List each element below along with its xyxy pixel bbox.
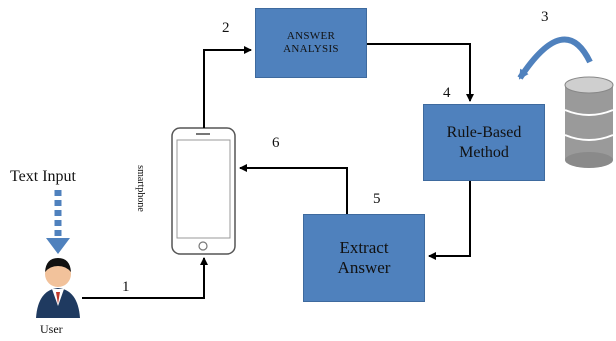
extract-answer-box: Extract Answer: [303, 214, 425, 302]
user-label: User: [40, 322, 63, 336]
step-4-label: 4: [443, 85, 451, 101]
connector-5-rule-to-extract: [428, 181, 471, 260]
rule-based-method-box: Rule-Based Method: [423, 104, 545, 181]
smartphone-icon: [171, 127, 236, 255]
step-3-label: 3: [541, 9, 549, 25]
step-5-label: 5: [373, 191, 381, 207]
answer-analysis-box: ANSWER ANALYSIS: [255, 8, 367, 78]
user-icon: [36, 258, 80, 318]
text-input-label: Text Input: [10, 168, 76, 185]
connector-1-user-to-phone: [82, 257, 208, 299]
input-arrow: [46, 190, 70, 254]
extract-answer-label: Extract Answer: [337, 237, 391, 277]
step-6-label: 6: [272, 135, 280, 151]
database-icon: [564, 76, 614, 168]
smartphone-label: smartphone: [134, 165, 146, 212]
cycle-arrow-icon: [517, 36, 593, 80]
step-2-label: 2: [222, 20, 230, 36]
rule-based-method-label: Rule-Based Method: [446, 124, 522, 161]
connector-2-phone-to-analysis: [203, 46, 252, 128]
connector-4-analysis-to-rule: [367, 43, 474, 102]
answer-analysis-label: ANSWER ANALYSIS: [283, 29, 339, 55]
connector-6-extract-to-phone: [239, 164, 348, 214]
step-1-label: 1: [122, 279, 130, 295]
